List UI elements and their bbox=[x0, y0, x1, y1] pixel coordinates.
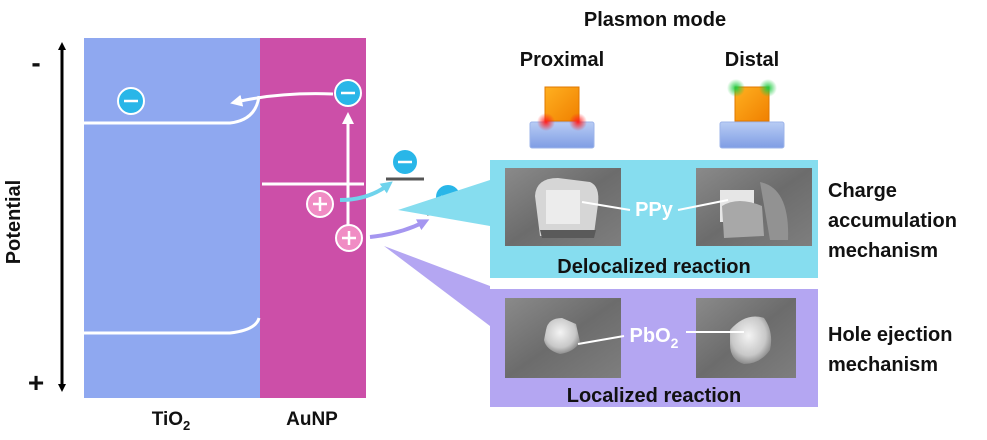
sem-image-distal-ppy bbox=[696, 168, 812, 246]
cyan-transfer-arrow bbox=[339, 181, 393, 202]
electron-icon bbox=[334, 79, 362, 107]
delocalized-reaction-label: Delocalized reaction bbox=[557, 256, 750, 278]
distal-hotspot bbox=[759, 79, 777, 97]
valence-band-edge bbox=[84, 317, 261, 335]
charge-accumulation-mechanism-label: Charge accumulation mechanism bbox=[828, 180, 962, 262]
hole-icon bbox=[306, 190, 334, 218]
sem-image-proximal-pbo2 bbox=[505, 298, 621, 378]
electron-transfer-arrow bbox=[230, 92, 334, 107]
plasmon-mode-title: Plasmon mode bbox=[584, 9, 726, 31]
axis-label-potential: Potential bbox=[3, 180, 25, 264]
axis-plus-sign: + bbox=[28, 367, 44, 398]
axis-minus-sign: - bbox=[31, 47, 40, 78]
proximal-mode-illustration bbox=[529, 86, 595, 149]
hole-icon bbox=[335, 224, 363, 252]
ppy-label: PPy bbox=[635, 199, 674, 221]
tio2-label: TiO2 bbox=[152, 409, 191, 433]
bottom-panel-connector bbox=[384, 246, 490, 326]
distal-mode-illustration bbox=[719, 79, 785, 149]
ppy-pointer-left bbox=[581, 201, 631, 211]
tio2-region bbox=[84, 38, 260, 398]
distal-label: Distal bbox=[725, 49, 779, 71]
proximal-label: Proximal bbox=[520, 49, 604, 71]
proximal-hotspot bbox=[537, 113, 555, 131]
electron-icon bbox=[391, 148, 419, 176]
hole-ejection-mechanism-label: Hole ejection mechanism bbox=[828, 324, 958, 376]
purple-transfer-arrow bbox=[369, 219, 430, 239]
top-panel-connector bbox=[398, 180, 490, 226]
proximal-hotspot bbox=[569, 113, 587, 131]
localized-reaction-label: Localized reaction bbox=[567, 385, 742, 407]
electron-icon bbox=[117, 87, 145, 115]
ppy-pointer-right bbox=[677, 199, 729, 211]
pbo2-label: PbO2 bbox=[630, 325, 679, 351]
sem-image-proximal-ppy bbox=[505, 168, 621, 246]
distal-hotspot bbox=[727, 79, 745, 97]
conduction-band-edge bbox=[84, 95, 261, 125]
aunp-label: AuNP bbox=[286, 409, 338, 430]
pbo2-pointer-left bbox=[577, 335, 625, 345]
sem-image-distal-pbo2 bbox=[696, 298, 796, 378]
